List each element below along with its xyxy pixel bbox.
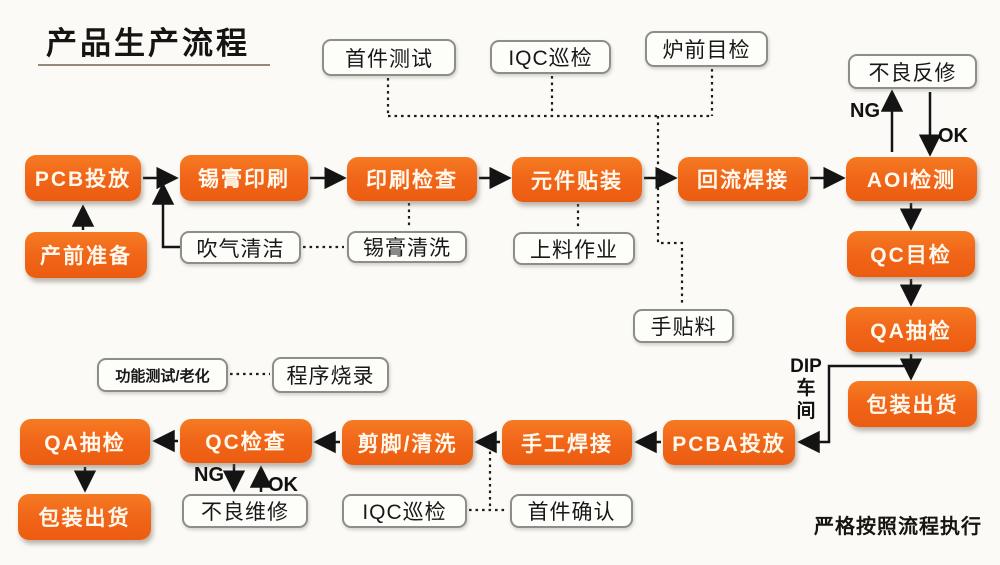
step-qa-sampling-smt: QA抽检	[846, 307, 976, 352]
note-iqc-patrol-smt: IQC巡检	[490, 40, 611, 74]
label-ng-dip: NG	[194, 464, 224, 486]
step-pre-production: 产前准备	[25, 232, 147, 278]
step-qc-inspection: QC检查	[180, 419, 312, 463]
dotted-inspection-links	[230, 69, 714, 512]
footer-note: 严格按照流程执行	[814, 516, 982, 538]
step-packing-shipping-smt: 包装出货	[848, 381, 977, 427]
label-dip-workshop: DIP 车 间	[790, 356, 822, 422]
step-qa-sampling-dip: QA抽检	[20, 419, 150, 465]
arrow-airclean-junction	[151, 182, 181, 249]
page-title: 产品生产流程	[46, 26, 250, 61]
step-pcba-feed: PCBA投放	[663, 420, 795, 465]
step-packing-shipping-dip: 包装出货	[18, 494, 151, 540]
label-ng-smt: NG	[850, 100, 880, 122]
link-top-to-handplacement	[656, 116, 684, 306]
title-underline	[38, 64, 270, 66]
note-program-burning: 程序烧录	[272, 357, 389, 393]
label-ok-smt: OK	[938, 125, 968, 147]
note-material-loading: 上料作业	[513, 232, 635, 265]
note-first-article-test: 首件测试	[322, 39, 456, 76]
solid-flow-arrows	[71, 89, 942, 493]
label-ok-dip: OK	[268, 474, 298, 496]
note-first-article-confirm: 首件确认	[510, 494, 633, 528]
step-trimming-cleaning: 剪脚/清洗	[342, 420, 473, 465]
note-defect-rework: 不良反修	[848, 54, 977, 89]
step-reflow-soldering: 回流焊接	[678, 157, 808, 201]
step-manual-soldering: 手工焊接	[502, 420, 632, 465]
step-qc-visual-inspection: QC目检	[847, 231, 975, 277]
note-pre-furnace-visual: 炉前目检	[645, 31, 768, 67]
note-function-test-aging: 功能测试/老化	[97, 358, 228, 392]
note-defect-repair: 不良维修	[182, 494, 308, 528]
step-print-inspection: 印刷检查	[347, 157, 477, 201]
arrow-dip-branch-to-pcbafeed	[797, 364, 911, 454]
note-manual-placement: 手贴料	[633, 309, 734, 343]
note-solder-paste-cleaning: 锡膏清洗	[347, 231, 467, 263]
step-aoi-inspection: AOI检测	[846, 157, 977, 201]
step-component-placement: 元件贴装	[512, 157, 642, 202]
note-air-blow-cleaning: 吹气清洁	[180, 231, 301, 264]
step-pcb-feed: PCB投放	[25, 155, 141, 201]
note-iqc-patrol-dip: IQC巡检	[342, 494, 467, 528]
step-solder-paste-print: 锡膏印刷	[180, 155, 308, 201]
